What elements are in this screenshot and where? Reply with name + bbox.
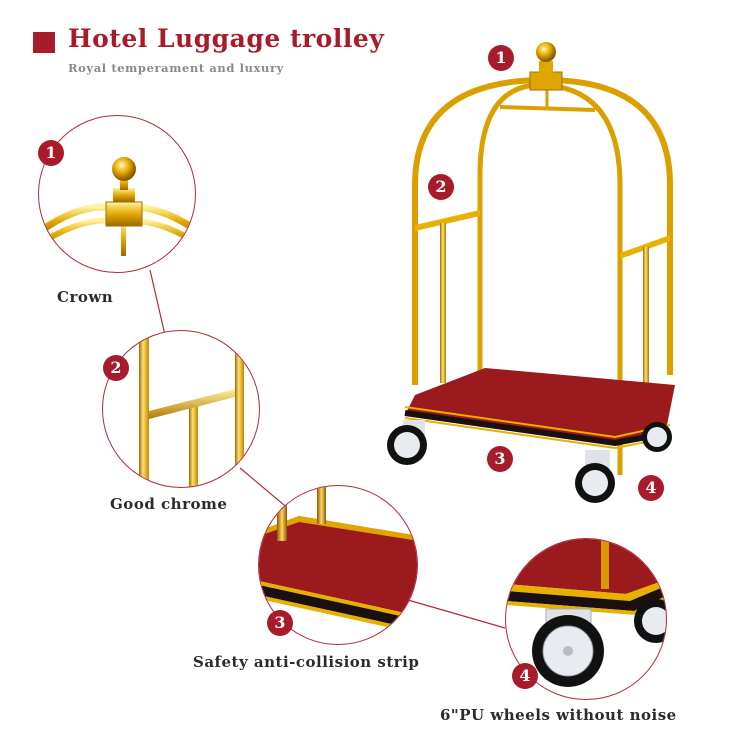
- main-trolley-image: [385, 35, 705, 515]
- wheel-detail-image: [506, 539, 666, 687]
- crown-detail-image: [39, 157, 195, 259]
- feature-badge-4: 4: [512, 663, 538, 689]
- page-subtitle: Royal temperament and luxury: [68, 61, 284, 75]
- feature-label-good-chrome: Good chrome: [110, 495, 228, 513]
- feature-badge-3: 3: [267, 610, 293, 636]
- main-marker-4: 4: [638, 475, 664, 501]
- main-marker-3: 3: [487, 446, 513, 472]
- main-marker-1: 1: [488, 45, 514, 71]
- page-title: Hotel Luggage trolley: [68, 24, 385, 53]
- chrome-detail-image: [139, 331, 244, 487]
- feature-label-pu-wheels: 6"PU wheels without noise: [440, 706, 677, 724]
- feature-label-crown: Crown: [57, 288, 114, 306]
- feature-label-safety-strip: Safety anti-collision strip: [193, 653, 420, 671]
- detail-circle-chrome: [102, 330, 260, 488]
- feature-badge-1: 1: [38, 140, 64, 166]
- strip-detail-image: [259, 486, 417, 634]
- feature-badge-2: 2: [103, 355, 129, 381]
- title-square-icon: [33, 32, 55, 53]
- main-marker-2: 2: [428, 174, 454, 200]
- detail-circle-crown: [38, 115, 196, 273]
- detail-circle-strip: [258, 485, 418, 645]
